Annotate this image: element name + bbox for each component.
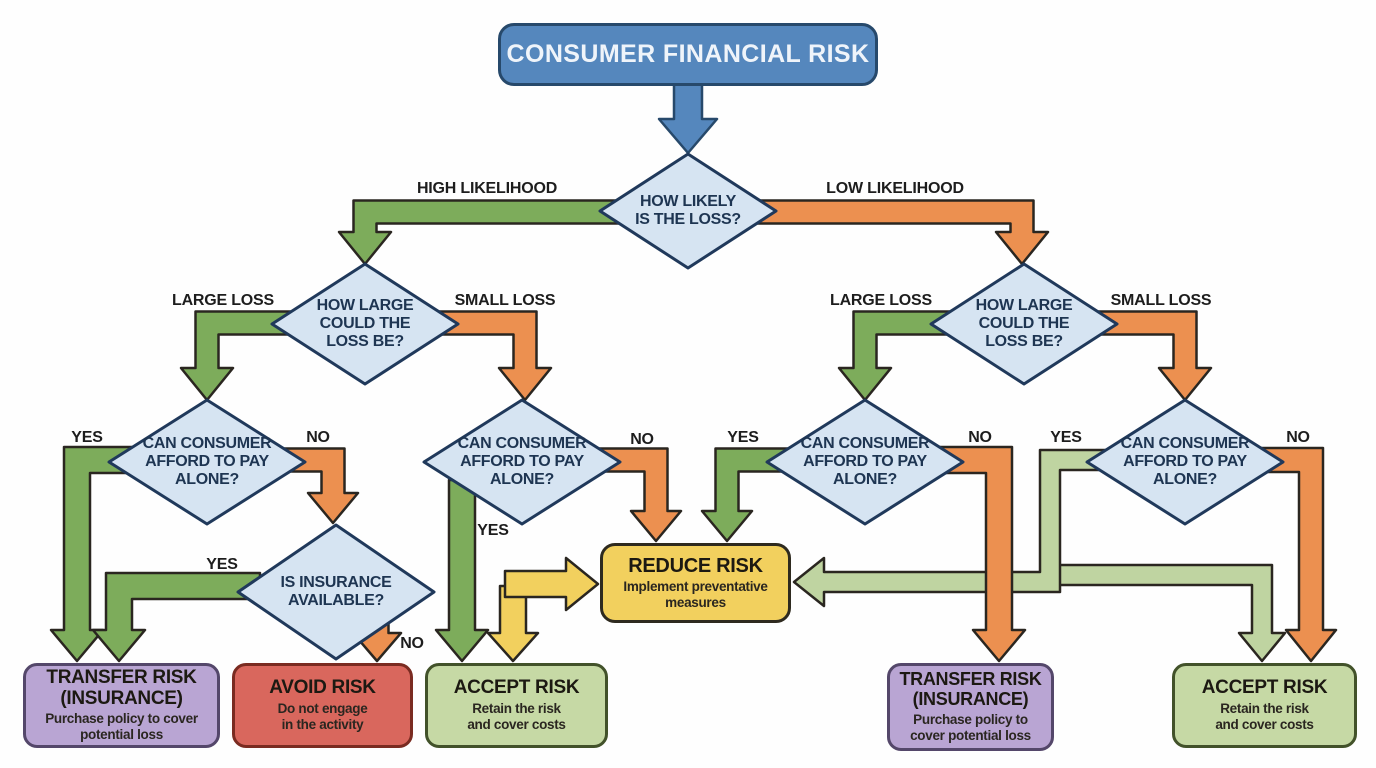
arrow-high-likelihood [337,199,642,266]
outcome-reduce-risk: REDUCE RISK Implement preventative measu… [600,543,791,623]
outcome-desc: Retain the risk and cover costs [467,701,566,732]
arrow-root-to-likelihood [657,81,719,155]
outcome-title: ACCEPT RISK [1201,677,1328,699]
root-node-consumer-financial-risk: CONSUMER FINANCIAL RISK [498,23,878,86]
arrow-small-loss-left [418,310,553,402]
branch-label-yes-4: YES [1050,429,1082,446]
branch-label-yes-2: YES [477,522,509,539]
branch-label-small-loss-left: SMALL LOSS [454,292,556,309]
arrow-no-afford-to-transfer-right [928,445,1027,663]
outcome-title: AVOID RISK [269,677,376,699]
decision-insurance-shape [236,523,436,661]
outcome-title: TRANSFER RISK (INSURANCE) [899,669,1042,710]
arrow-yes-afford-low-large-to-reduce [700,447,802,543]
outcome-desc: Purchase policy to cover potential loss [45,711,198,743]
decision-likelihood-label: HOW LIKELY IS THE LOSS? [635,193,741,228]
decision-afford-high-small-shape [422,398,622,526]
branch-label-high-likelihood: HIGH LIKELIHOOD [416,180,558,197]
outcome-transfer-risk-left: TRANSFER RISK (INSURANCE) Purchase polic… [23,663,220,748]
decision-afford-low-small-shape [1085,398,1285,526]
arrow-low-likelihood [738,199,1050,266]
decision-loss-size-high-label: HOW LARGE COULD THE LOSS BE? [316,297,414,350]
arrow-yes-afford-low-small-to-reduce [792,448,1122,608]
branch-label-no-4: NO [1286,429,1310,446]
decision-likelihood-shape [598,152,778,270]
decision-loss-size-high-shape [270,262,460,386]
arrow-no-afford-to-accept-right [1228,446,1338,663]
decision-afford-high-small-label: CAN CONSUMER AFFORD TO PAY ALONE? [457,435,587,488]
branch-label-no-3: NO [968,429,992,446]
branch-label-large-loss-right: LARGE LOSS [829,292,933,309]
outcome-accept-risk-left: ACCEPT RISK Retain the risk and cover co… [425,663,608,748]
decision-insurance-label: IS INSURANCE AVAILABLE? [280,574,392,609]
arrow-small-loss-right [1078,310,1213,402]
outcome-avoid-risk: AVOID RISK Do not engage in the activity [232,663,413,748]
arrow-yellow-to-reduce [503,556,600,612]
decision-afford-low-large-label: CAN CONSUMER AFFORD TO PAY ALONE? [800,435,930,488]
outcome-accept-risk-right: ACCEPT RISK Retain the risk and cover co… [1172,663,1357,748]
root-node-label: CONSUMER FINANCIAL RISK [506,40,870,68]
outcome-title: ACCEPT RISK [453,677,580,699]
branch-label-low-likelihood: LOW LIKELIHOOD [826,180,964,197]
branch-label-yes-insurance: YES [206,556,238,573]
decision-afford-high-large-label: CAN CONSUMER AFFORD TO PAY ALONE? [142,435,272,488]
arrow-yes-insurance-to-transfer-left [91,571,262,663]
branch-label-large-loss-left: LARGE LOSS [171,292,275,309]
outcome-desc: Do not engage in the activity [277,701,368,732]
decision-afford-low-large-shape [765,398,965,526]
arrow-band-to-accept-right [1048,563,1287,663]
arrow-yes-afford-to-accept-left [434,478,490,663]
branch-label-no-2: NO [630,431,654,448]
decision-afford-high-large-shape [107,398,307,526]
outcome-title: REDUCE RISK [628,555,763,578]
branch-label-yes-3: YES [727,429,759,446]
branch-label-yes-1: YES [71,429,103,446]
branch-label-no-insurance: NO [400,635,424,652]
decision-loss-size-low-shape [929,262,1119,386]
outcome-desc: Purchase policy to cover potential loss [910,711,1031,743]
arrow-no-afford-to-reduce [588,447,683,543]
branch-label-small-loss-right: SMALL LOSS [1110,292,1212,309]
decision-loss-size-low-label: HOW LARGE COULD THE LOSS BE? [975,297,1073,350]
branch-label-no-1: NO [306,429,330,446]
outcome-desc: Implement preventative measures [623,579,768,610]
outcome-transfer-risk-right: TRANSFER RISK (INSURANCE) Purchase polic… [887,663,1054,751]
decision-afford-low-small-label: CAN CONSUMER AFFORD TO PAY ALONE? [1120,435,1250,488]
outcome-title: TRANSFER RISK (INSURANCE) [46,666,197,709]
outcome-desc: Retain the risk and cover costs [1215,701,1314,732]
